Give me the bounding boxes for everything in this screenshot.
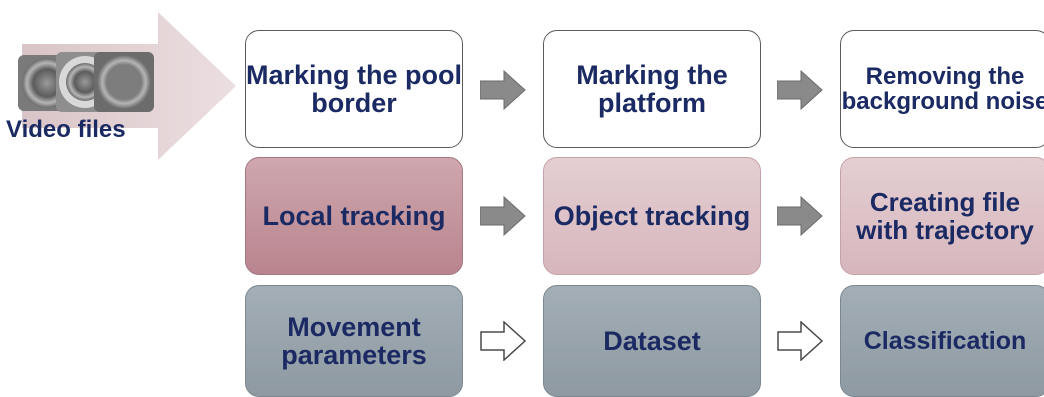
video-frames-icon (18, 52, 154, 112)
step-classification: Classification (840, 285, 1044, 397)
step-marking-pool-border: Marking the pool border (245, 30, 463, 148)
arrow-right-outline-icon (777, 321, 823, 361)
arrow-right-outline-icon (480, 321, 526, 361)
step-removing-background-noise: Removing the background noise (840, 30, 1044, 148)
arrow-right-icon (480, 196, 526, 236)
arrow-right-icon (777, 70, 823, 110)
arrow-right-icon (777, 196, 823, 236)
video-files-label: Video files (6, 116, 126, 143)
step-dataset: Dataset (543, 285, 761, 397)
video-files-arrow (18, 12, 236, 160)
arrow-right-icon (480, 70, 526, 110)
step-marking-platform: Marking the platform (543, 30, 761, 148)
step-local-tracking: Local tracking (245, 157, 463, 275)
step-object-tracking: Object tracking (543, 157, 761, 275)
step-movement-parameters: Movement parameters (245, 285, 463, 397)
step-creating-trajectory-file: Creating file with trajectory (840, 157, 1044, 275)
